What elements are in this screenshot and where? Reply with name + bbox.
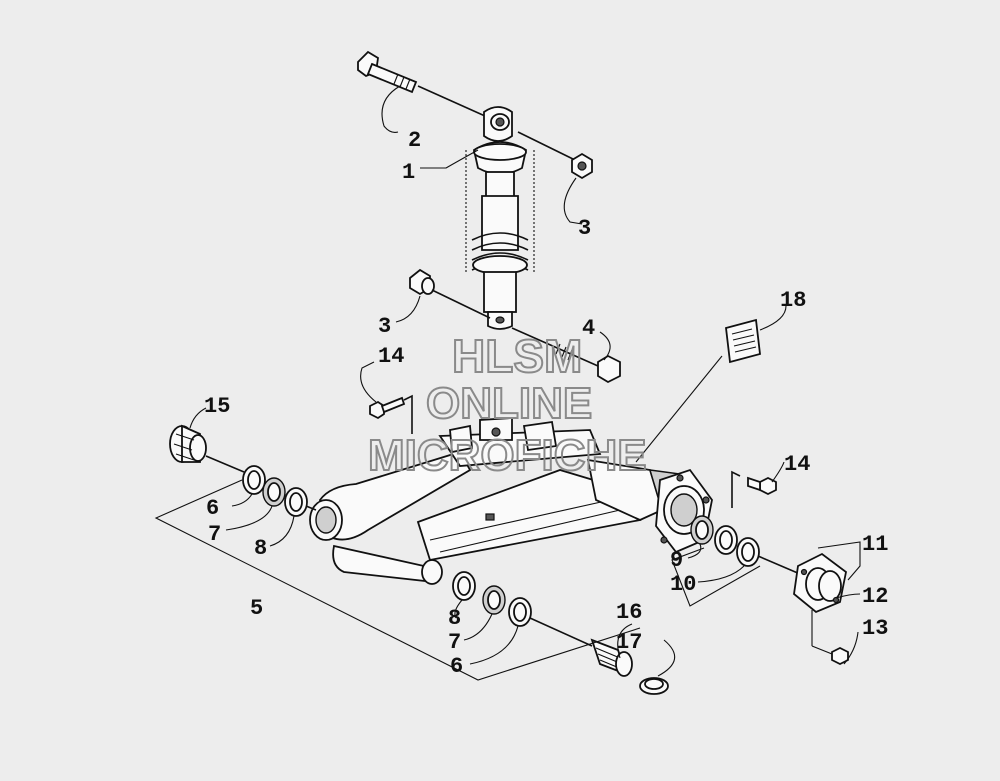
bolt-icon bbox=[831, 646, 849, 666]
nut-icon bbox=[409, 268, 435, 296]
callout-4: 4 bbox=[582, 316, 595, 341]
callout-6-lower: 6 bbox=[450, 654, 463, 679]
bearing-icon bbox=[482, 585, 506, 615]
bolt-icon bbox=[747, 476, 777, 496]
watermark-line1: HLSM bbox=[452, 330, 582, 382]
seal-icon bbox=[169, 424, 207, 463]
decal-icon bbox=[725, 318, 761, 364]
callout-17: 17 bbox=[616, 630, 642, 655]
callout-8-lower: 8 bbox=[448, 606, 461, 631]
callout-1: 1 bbox=[402, 160, 415, 185]
bolt-icon bbox=[357, 50, 418, 94]
watermark-line2: ONLINE bbox=[426, 379, 592, 428]
callout-14-right: 14 bbox=[784, 452, 810, 477]
callout-3-upper: 3 bbox=[578, 216, 591, 241]
bearing-icon bbox=[262, 477, 286, 507]
callout-11: 11 bbox=[862, 532, 888, 557]
callout-13: 13 bbox=[862, 616, 888, 641]
callout-10: 10 bbox=[670, 572, 696, 597]
callout-7-upper: 7 bbox=[208, 522, 221, 547]
callout-2: 2 bbox=[408, 128, 421, 153]
bolt-icon bbox=[369, 396, 406, 420]
plate-icon bbox=[793, 552, 847, 614]
callout-14-left: 14 bbox=[378, 344, 404, 369]
bearing-icon bbox=[690, 515, 714, 545]
bolt-icon bbox=[555, 343, 621, 384]
callout-12: 12 bbox=[862, 584, 888, 609]
swing-arm-icon bbox=[309, 417, 713, 585]
callout-6-upper: 6 bbox=[206, 496, 219, 521]
callout-3-lower: 3 bbox=[378, 314, 391, 339]
seal-icon bbox=[639, 677, 669, 695]
shock-absorber-icon bbox=[465, 106, 535, 330]
callout-16: 16 bbox=[616, 600, 642, 625]
callout-5: 5 bbox=[250, 596, 263, 621]
watermark-line3: MICROFICHE bbox=[368, 431, 647, 480]
callout-18: 18 bbox=[780, 288, 806, 313]
callout-9: 9 bbox=[670, 548, 683, 573]
callout-7-lower: 7 bbox=[448, 630, 461, 655]
callout-8-upper: 8 bbox=[254, 536, 267, 561]
nut-icon bbox=[571, 152, 593, 180]
callout-15: 15 bbox=[204, 394, 230, 419]
